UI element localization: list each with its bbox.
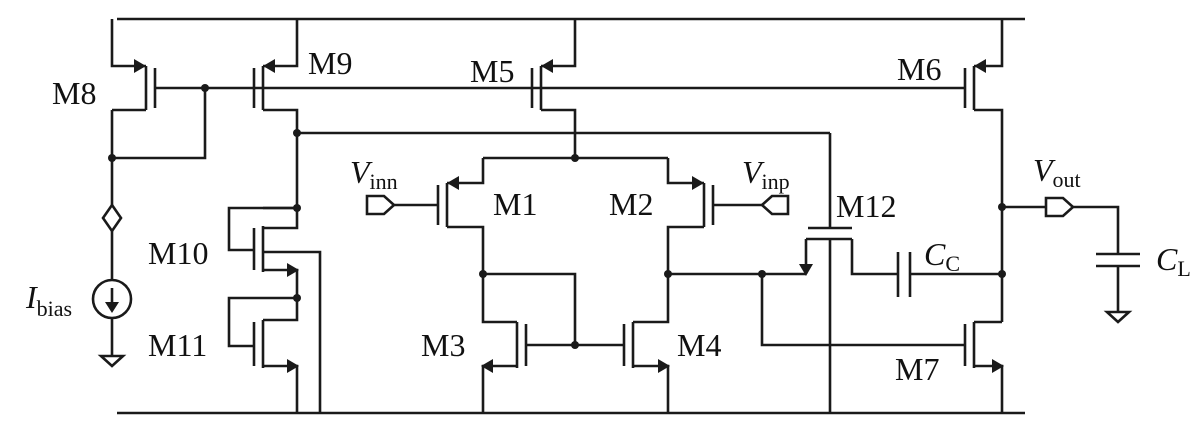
transistor-m9 — [252, 19, 299, 133]
ibias-current-source — [91, 158, 133, 368]
label-cc: CC — [924, 236, 960, 276]
label-vinn: Vinn — [350, 154, 398, 194]
transistor-m8 — [110, 19, 157, 112]
transistor-m1 — [365, 158, 485, 274]
transistor-m4 — [622, 274, 670, 413]
label-cl: CL — [1156, 241, 1191, 281]
label-m7: M7 — [895, 351, 939, 387]
vinp-port — [760, 194, 790, 216]
transistor-m2 — [666, 158, 790, 274]
load-capacitor — [1096, 252, 1140, 324]
transistor-m7 — [760, 274, 1004, 413]
label-m11: M11 — [148, 327, 207, 363]
transistor-m12 — [799, 133, 898, 413]
vout-port — [1044, 196, 1075, 218]
m8-diode-wire — [110, 88, 207, 160]
transistor-m6 — [963, 19, 1004, 322]
output-node — [1002, 196, 1120, 254]
transistor-m11 — [227, 296, 299, 413]
label-m5: M5 — [470, 53, 514, 89]
label-m3: M3 — [421, 327, 465, 363]
label-m8: M8 — [52, 75, 96, 111]
label-m6: M6 — [897, 51, 941, 87]
vinn-port — [365, 194, 396, 216]
transistor-m3 — [481, 272, 624, 413]
label-m10: M10 — [148, 235, 208, 271]
compensation-capacitor — [896, 252, 1002, 297]
label-m9: M9 — [308, 45, 352, 81]
label-ibias: Ibias — [25, 279, 72, 321]
label-vout: Vout — [1033, 152, 1081, 192]
label-m12: M12 — [836, 188, 896, 224]
transistor-m5 — [530, 19, 577, 158]
label-m4: M4 — [677, 327, 721, 363]
label-vinp: Vinp — [742, 154, 790, 194]
transistor-m10 — [227, 206, 322, 413]
label-m2: M2 — [609, 186, 653, 222]
label-m1: M1 — [493, 186, 537, 222]
